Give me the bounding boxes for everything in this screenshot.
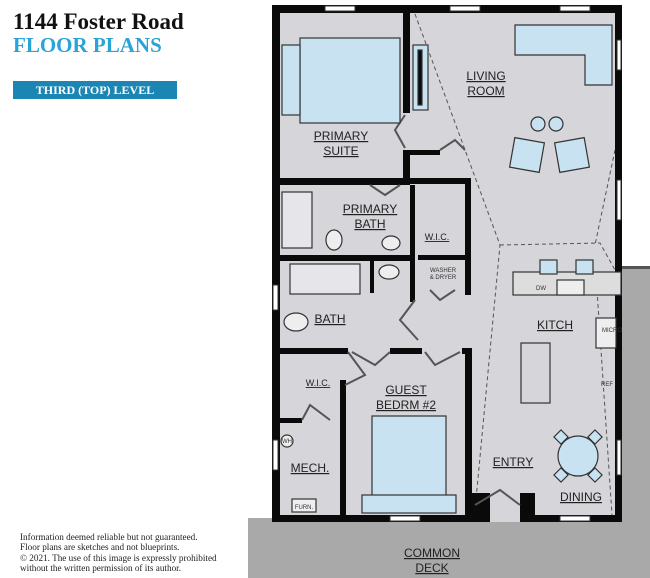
- entry-label: ENTRY: [493, 455, 533, 469]
- laundry-label: WASHER: [430, 268, 457, 274]
- walls: [272, 5, 622, 522]
- furnace-label: FURN.: [295, 505, 314, 511]
- property-title: 1144 Foster Road: [13, 9, 184, 34]
- primary-suite-label: SUITE: [323, 144, 358, 158]
- guest-bed: [371, 415, 447, 497]
- doors: [301, 114, 521, 506]
- shower: [281, 191, 313, 249]
- dining-table: [557, 435, 599, 477]
- primary-bath-label: PRIMARY: [343, 202, 397, 216]
- disclaimer-line: without the written permission of its au…: [20, 563, 182, 574]
- furniture: [280, 24, 622, 514]
- laundry-label: & DRYER: [430, 275, 457, 281]
- floor-plans-subtitle: FLOOR PLANS: [13, 33, 162, 57]
- disclaimer-line: Information deemed reliable but not guar…: [20, 532, 198, 542]
- windows: [272, 5, 622, 522]
- microwave-label: MICRO: [602, 328, 622, 334]
- kitchen-label: KITCH: [537, 318, 573, 332]
- bath-label: BATH: [314, 312, 345, 326]
- guest-bedroom-label: BEDRM #2: [376, 398, 436, 412]
- primary-wic-label: W.I.C.: [425, 232, 450, 242]
- disclaimer-line: Floor plans are sketches and not bluepri…: [20, 542, 180, 553]
- kitchen-island: [520, 342, 551, 404]
- sectional-sofa: [514, 24, 613, 86]
- primary-bath-label: BATH: [354, 217, 385, 231]
- living-room-label: ROOM: [467, 84, 504, 98]
- common-deck-label: DECK: [415, 561, 448, 575]
- toilet: [283, 312, 309, 332]
- tub: [289, 263, 361, 295]
- primary-bed: [299, 37, 401, 124]
- guest-bedroom-label: GUEST: [385, 383, 427, 397]
- mech-label: MECH.: [291, 461, 330, 475]
- level-banner: THIRD (TOP) LEVEL: [13, 81, 177, 99]
- disclaimer: Information deemed reliable but not guar…: [20, 532, 217, 574]
- refrigerator-label: REF: [601, 382, 613, 388]
- primary-suite-label: PRIMARY: [314, 129, 368, 143]
- dishwasher-label: DW: [536, 286, 546, 292]
- common-deck: [248, 518, 650, 578]
- disclaimer-line: © 2021. The use of this image is express…: [20, 552, 217, 563]
- side-deck-edge: [622, 266, 650, 269]
- water-heater-label: WH: [282, 439, 292, 445]
- living-room-label: LIVING: [466, 69, 505, 83]
- common-deck-label: COMMON: [404, 546, 460, 560]
- side-deck: [622, 268, 650, 528]
- dining-label: DINING: [560, 490, 602, 504]
- guest-wic-label: W.I.C.: [306, 378, 331, 388]
